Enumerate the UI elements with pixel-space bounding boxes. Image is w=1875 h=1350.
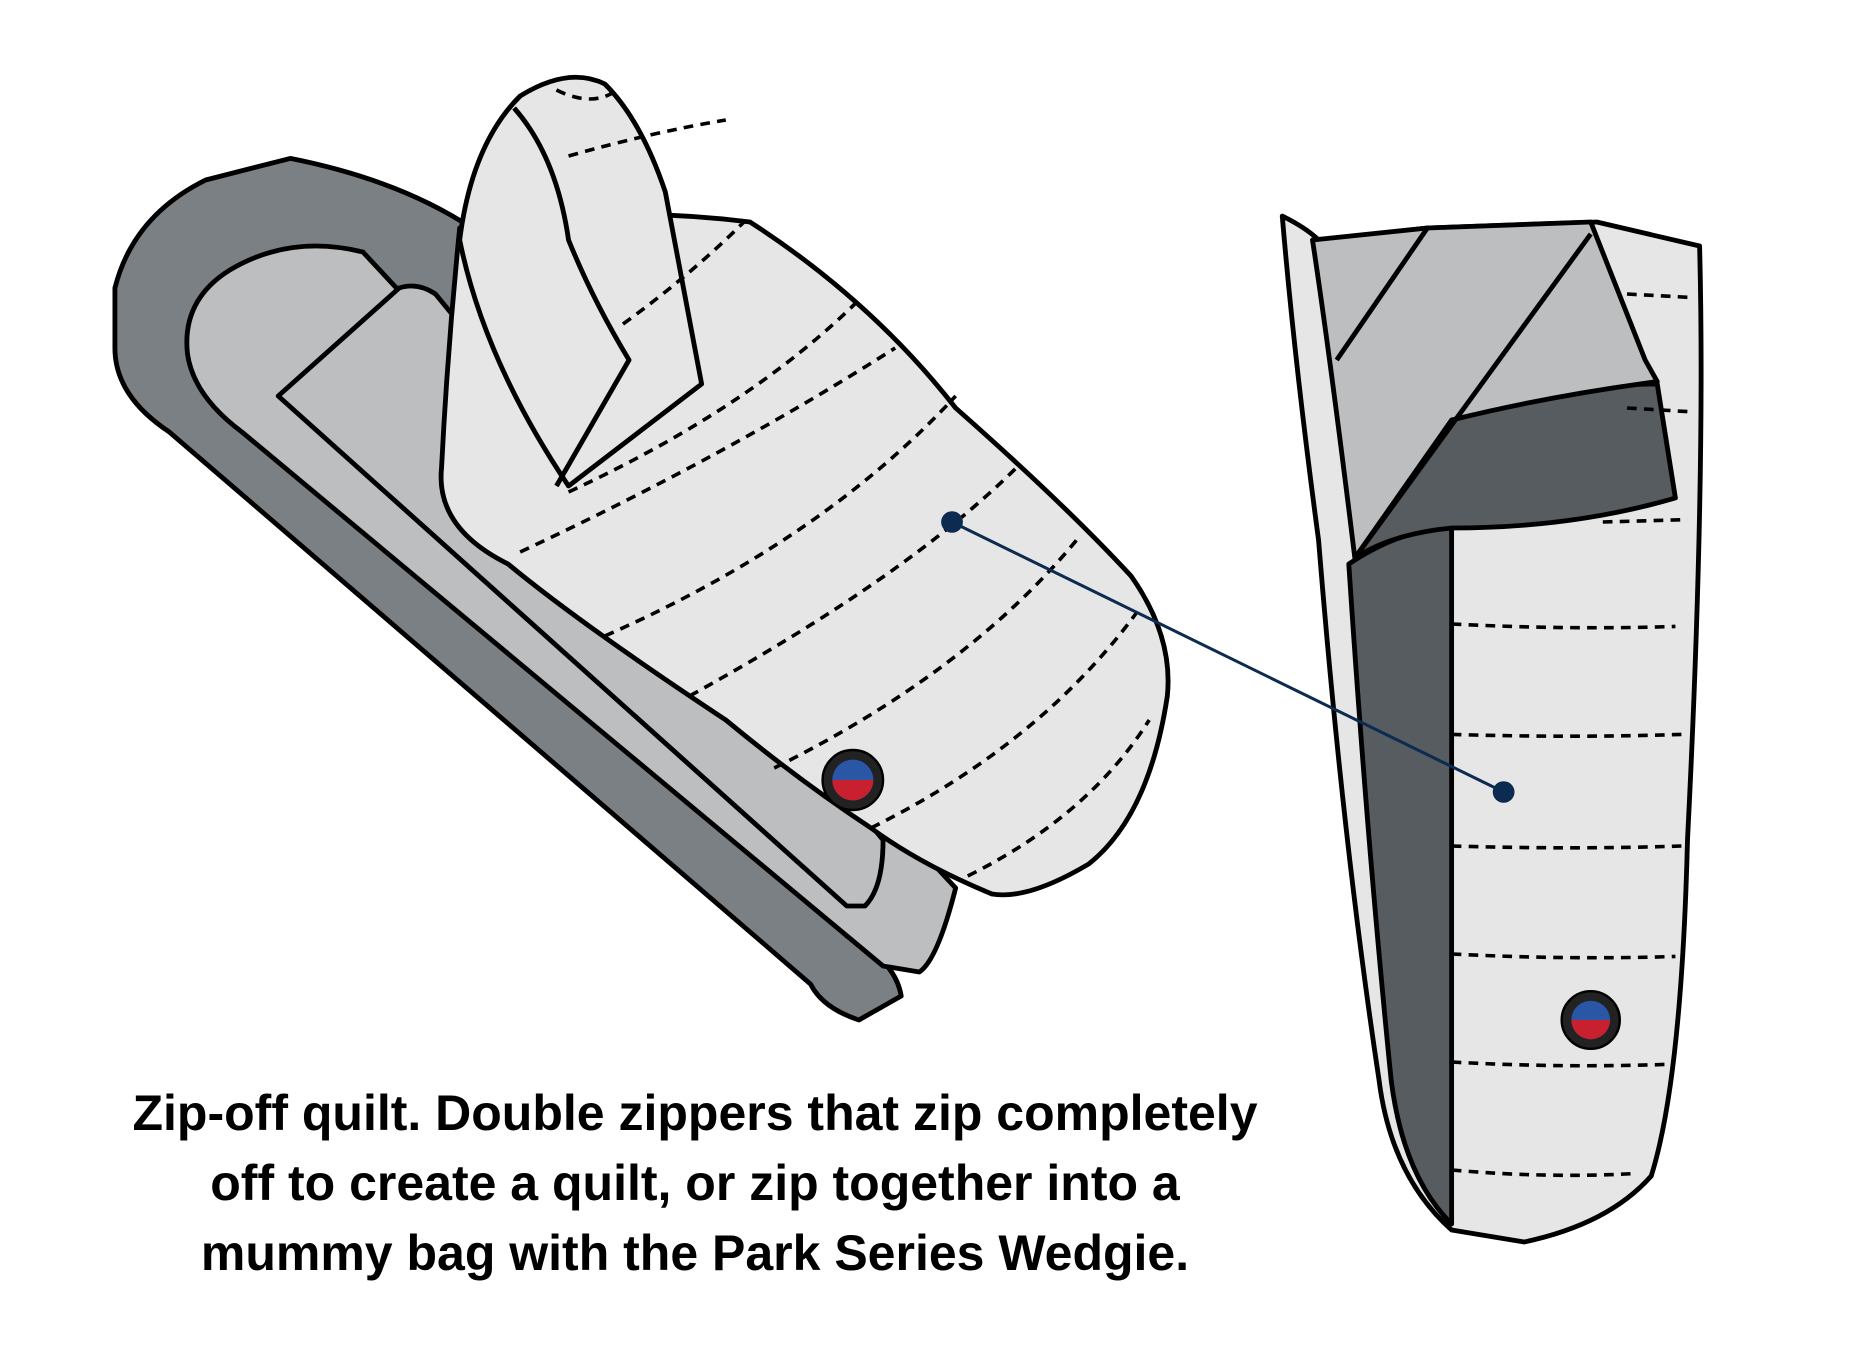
- quilt-on-pad-illustration: [112, 74, 1171, 1023]
- callout-dot-end: [1492, 781, 1515, 803]
- caption-line: mummy bag with the Park Series Wedgie.: [200, 1225, 1190, 1281]
- caption: Zip-off quilt. Double zippers that zip c…: [40, 1078, 1350, 1288]
- quilt-hood-edge: [512, 106, 632, 488]
- callout-dot-start: [941, 511, 963, 533]
- caption-line: off to create a quilt, or zip together i…: [210, 1155, 1180, 1211]
- callout-connector: [941, 511, 1515, 803]
- quilt-stitching: [519, 88, 1151, 878]
- brand-logo-right: [1560, 990, 1621, 1050]
- hood-flap-light: [1310, 219, 1660, 561]
- mummy-bag-illustration: [1279, 213, 1704, 1245]
- quilt-hood-fold: [457, 74, 705, 489]
- caption-line: Zip-off quilt. Double zippers that zip c…: [132, 1085, 1258, 1141]
- brand-logo-left: [821, 748, 885, 812]
- hood-fold-line: [1334, 226, 1593, 560]
- mummy-stitching: [1451, 292, 1694, 1178]
